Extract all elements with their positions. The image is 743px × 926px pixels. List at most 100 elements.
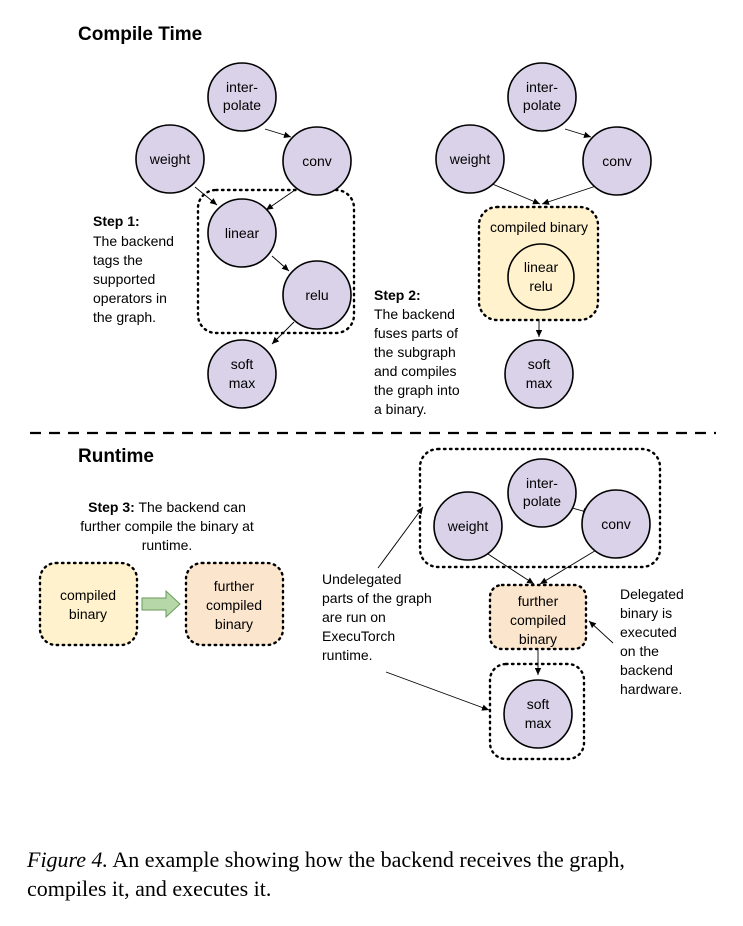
node-linear-label: linear bbox=[225, 225, 260, 241]
edge-linear-relu bbox=[271, 255, 290, 272]
node-weight: weight bbox=[135, 124, 205, 194]
node3-softmax: soft max bbox=[503, 679, 573, 749]
step2-line-6: a binary. bbox=[374, 401, 427, 417]
figure-caption-line-1: Figure 4. An example showing how the bac… bbox=[26, 847, 625, 872]
edge3-weight-further bbox=[487, 553, 535, 585]
tagged-operators-group bbox=[196, 188, 356, 335]
node2-weight: weight bbox=[435, 124, 505, 194]
edge-conv-linear bbox=[265, 189, 296, 211]
figure-caption-label: Figure 4. bbox=[26, 847, 108, 872]
runtime-delegated-binary-box bbox=[488, 583, 588, 651]
edge2-interpolate-conv bbox=[564, 128, 592, 138]
step1-line-5: the graph. bbox=[93, 309, 156, 325]
node-softmax: soft max bbox=[207, 339, 277, 409]
runtime-compiled-binary-label-2: binary bbox=[69, 606, 107, 622]
delegated-line-6: hardware. bbox=[620, 681, 682, 697]
delegated-annotation: Delegated binary is executed on the back… bbox=[620, 586, 684, 697]
compiled-binary-box-label: compiled binary bbox=[490, 219, 588, 235]
node2-linear-relu-label-1: linear bbox=[524, 259, 559, 275]
step2-line-1: The backend bbox=[374, 306, 455, 322]
figure-caption-text-1: An example showing how the backend recei… bbox=[108, 847, 625, 872]
node3-weight-label: weight bbox=[447, 518, 489, 534]
runtime-title: Runtime bbox=[78, 446, 154, 467]
runtime-further-label-3: binary bbox=[215, 616, 253, 632]
runtime-further-label-2: compiled bbox=[206, 597, 262, 613]
node3-weight: weight bbox=[433, 491, 503, 561]
node2-interpolate: inter- polate bbox=[507, 62, 577, 132]
delegated-line-4: on the bbox=[620, 643, 659, 659]
step3-title: Step 3: bbox=[88, 499, 135, 515]
edge3-conv-further bbox=[539, 548, 599, 585]
node3-conv: conv bbox=[581, 489, 651, 559]
step3-line-1: Step 3: The backend can bbox=[88, 499, 246, 515]
edge-relu-softmax bbox=[271, 321, 295, 345]
pointer-undelegated-bottom bbox=[385, 671, 490, 711]
edge-weight-linear bbox=[194, 186, 218, 206]
pointer-undelegated-top bbox=[377, 506, 424, 569]
node2-softmax: soft max bbox=[504, 339, 574, 409]
delegated-line-5: backend bbox=[620, 662, 673, 678]
step3-line-2: further compile the binary at bbox=[80, 518, 254, 534]
compile-time-title: Compile Time bbox=[78, 24, 202, 45]
node-linear: linear bbox=[207, 198, 277, 268]
node-conv-label: conv bbox=[302, 153, 332, 169]
node2-interpolate-label-2: polate bbox=[523, 97, 561, 113]
runtime-delegated-label-1: further bbox=[518, 593, 559, 609]
undelegated-line-5: runtime. bbox=[322, 647, 373, 663]
node3-interpolate-label-1: inter- bbox=[526, 475, 558, 491]
step2-annotation: Step 2: The backend fuses parts of the s… bbox=[374, 287, 460, 417]
node-relu-label: relu bbox=[305, 287, 328, 303]
node2-conv-label: conv bbox=[602, 153, 632, 169]
node-weight-label: weight bbox=[149, 151, 191, 167]
node-interpolate-label-1: inter- bbox=[226, 79, 258, 95]
delegated-line-3: executed bbox=[620, 624, 677, 640]
undelegated-line-4: ExecuTorch bbox=[322, 628, 395, 644]
node3-conv-label: conv bbox=[601, 516, 631, 532]
step3-line-3: runtime. bbox=[142, 537, 193, 553]
node3-softmax-label-1: soft bbox=[527, 696, 550, 712]
undelegated-line-2: parts of the graph bbox=[322, 590, 432, 606]
step3-annotation: Step 3: The backend can further compile … bbox=[80, 499, 254, 553]
runtime-further-label-1: further bbox=[214, 578, 255, 594]
node-conv: conv bbox=[282, 126, 352, 196]
step2-line-5: the graph into bbox=[374, 382, 460, 398]
node3-interpolate-label-2: polate bbox=[523, 493, 561, 509]
node2-softmax-label-2: max bbox=[526, 375, 552, 391]
step2-line-2: fuses parts of bbox=[374, 325, 458, 341]
edge2-conv-compiled bbox=[541, 185, 597, 205]
step2-line-4: and compiles bbox=[374, 363, 457, 379]
pointer-delegated bbox=[588, 620, 614, 644]
figure-caption-line-2: compiles it, and executes it. bbox=[27, 876, 271, 901]
node-relu: relu bbox=[282, 260, 352, 330]
step1-line-3: supported bbox=[93, 271, 155, 287]
undelegated-group-bottom bbox=[488, 662, 586, 761]
node2-conv: conv bbox=[582, 126, 652, 196]
node2-interpolate-label-1: inter- bbox=[526, 79, 558, 95]
node2-softmax-label-1: soft bbox=[528, 356, 551, 372]
step2-line-3: the subgraph bbox=[374, 344, 456, 360]
edge2-weight-compiled bbox=[489, 182, 541, 205]
step1-line-1: The backend bbox=[93, 233, 174, 249]
node3-softmax-label-2: max bbox=[525, 715, 551, 731]
edge-interpolate-conv bbox=[264, 128, 292, 138]
delegated-line-1: Delegated bbox=[620, 586, 684, 602]
node-interpolate-label-2: polate bbox=[223, 97, 261, 113]
node-interpolate: inter- polate bbox=[207, 62, 277, 132]
step1-line-4: operators in bbox=[93, 290, 167, 306]
node2-linear-relu-label-2: relu bbox=[529, 278, 552, 294]
runtime-delegated-label-2: compiled bbox=[510, 612, 566, 628]
runtime-compiled-binary-box bbox=[38, 561, 139, 647]
node3-interpolate: inter- polate bbox=[507, 458, 577, 528]
node-softmax-label-1: soft bbox=[231, 356, 254, 372]
step1-line-2: tags the bbox=[93, 252, 143, 268]
undelegated-annotation: Undelegated parts of the graph are run o… bbox=[322, 571, 432, 663]
delegated-line-2: binary is bbox=[620, 605, 672, 621]
step3-line-1-rest: The backend can bbox=[135, 499, 246, 515]
runtime-compiled-binary-label-1: compiled bbox=[60, 587, 116, 603]
runtime-delegated-label-3: binary bbox=[519, 631, 557, 647]
runtime-further-compiled-box bbox=[184, 561, 285, 647]
node2-weight-label: weight bbox=[449, 151, 491, 167]
step1-annotation: Step 1: The backend tags the supported o… bbox=[93, 213, 174, 325]
